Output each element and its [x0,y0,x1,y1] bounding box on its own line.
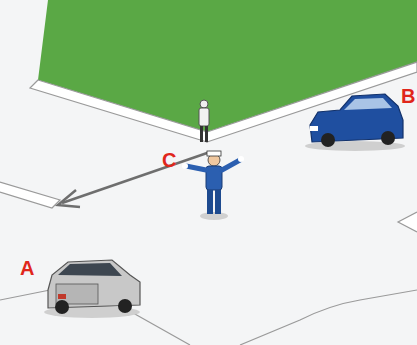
callout-letter: B [401,86,415,106]
callout-letter: A [20,258,34,278]
car-b [305,94,405,151]
direction-arrow [62,152,210,203]
callout-letter: C [162,150,176,170]
sidewalk-curb [0,182,60,208]
pedestrian [199,100,209,142]
car-a [44,260,140,318]
sidewalk-curb [30,80,207,142]
sidewalk-curb [207,62,417,142]
arrow-head [58,190,80,207]
road-edge [240,290,417,345]
sidewalk-curb [398,212,417,232]
traffic-police [182,151,244,220]
